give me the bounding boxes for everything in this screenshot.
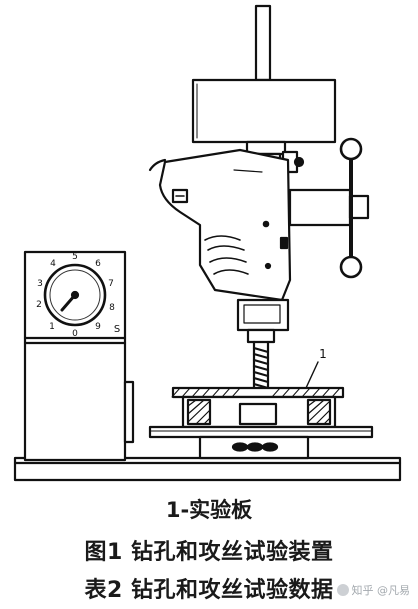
dial-number-9: 9 — [95, 322, 101, 332]
figure-title: 图1 钻孔和攻丝试验装置 — [84, 540, 334, 565]
dial-number-1: 1 — [49, 322, 55, 332]
top-head-block — [191, 78, 337, 144]
table-title: 表2 钻孔和攻丝试验数据 — [84, 578, 334, 603]
dial-number-3: 3 — [37, 279, 43, 289]
drill-chuck — [236, 298, 290, 344]
drilling-tapping-apparatus-drawing: 0 1 2 3 4 5 6 7 8 9 S 1 — [13, 4, 402, 482]
callout-label-1: 1 — [319, 347, 327, 361]
figure-legend: 1-实验板 — [165, 498, 253, 522]
dial-number-7: 7 — [108, 279, 114, 289]
drill-motor-body — [148, 148, 292, 302]
timer-dial — [43, 263, 107, 327]
watermark: 知乎 @凡易 — [336, 582, 411, 598]
work-table — [148, 425, 374, 460]
dial-number-8: 8 — [109, 303, 115, 313]
drill-column — [254, 4, 272, 82]
dial-number-6: 6 — [95, 259, 101, 269]
dial-unit: S — [114, 324, 120, 335]
callout-leader — [305, 361, 319, 389]
base-plate — [13, 456, 402, 482]
dial-number-4: 4 — [50, 259, 56, 269]
test-plate — [171, 386, 345, 399]
dial-number-5: 5 — [72, 252, 78, 262]
watermark-logo-icon — [336, 584, 349, 596]
feed-handle-arm — [288, 137, 370, 279]
dial-number-2: 2 — [36, 300, 42, 310]
plate-fixture — [181, 395, 337, 429]
watermark-text: 知乎 @凡易 — [351, 584, 411, 597]
dial-number-0: 0 — [72, 329, 78, 339]
